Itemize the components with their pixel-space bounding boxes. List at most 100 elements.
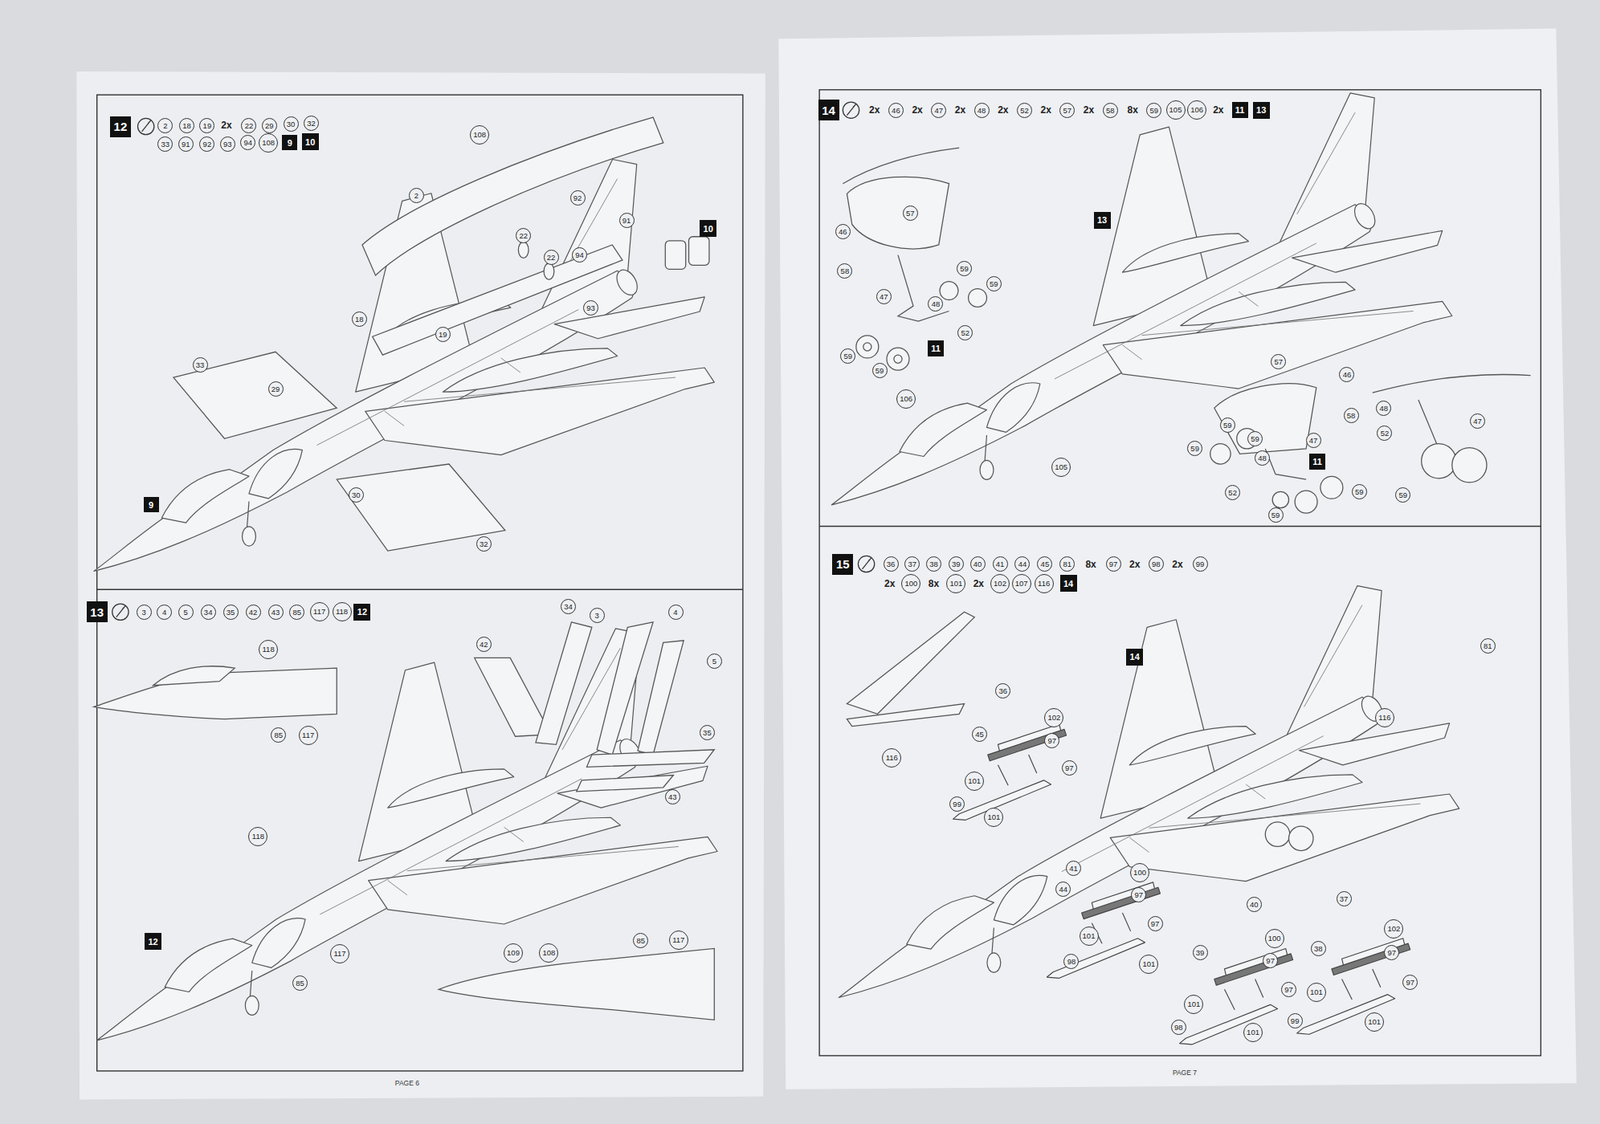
callout-number: 37 bbox=[904, 556, 920, 572]
reference-step-box: 9 bbox=[281, 134, 298, 151]
left-page bbox=[76, 71, 766, 1101]
callout-number: 97 bbox=[1130, 887, 1147, 903]
callout-number: 108 bbox=[538, 943, 559, 964]
callout-number: 57 bbox=[1059, 102, 1075, 119]
callout-number: 30 bbox=[348, 487, 364, 503]
callout-number: 58 bbox=[1343, 408, 1360, 424]
callout-number: 118 bbox=[258, 640, 278, 660]
step-label: 13 bbox=[1256, 105, 1266, 115]
step-label: 11 bbox=[930, 343, 941, 354]
callout-number: 46 bbox=[888, 102, 904, 119]
callout-number: 116 bbox=[1375, 708, 1395, 728]
callout-number: 46 bbox=[835, 224, 851, 240]
page-number: PAGE 6 bbox=[393, 1079, 421, 1088]
missile-assembly bbox=[953, 724, 1067, 821]
callout-number: 52 bbox=[957, 325, 973, 341]
callout-number: 100 bbox=[1130, 863, 1150, 883]
callout-number: 3 bbox=[589, 608, 605, 624]
callout-number: 59 bbox=[1187, 440, 1203, 457]
callout-number: 91 bbox=[178, 136, 194, 152]
callout-number: 4 bbox=[668, 604, 684, 621]
step-label: 13 bbox=[89, 605, 104, 620]
callout-number: 59 bbox=[1268, 507, 1284, 523]
callout-number: 48 bbox=[1254, 450, 1270, 466]
callout-number: 116 bbox=[881, 748, 902, 768]
callout-number: 2 bbox=[157, 118, 173, 134]
step-number: 14 bbox=[818, 99, 840, 121]
callout-number: 5 bbox=[178, 604, 194, 621]
right-page bbox=[778, 28, 1576, 1090]
callout-number: 59 bbox=[840, 348, 856, 364]
step-label: 14 bbox=[1063, 579, 1074, 589]
callout-number: 29 bbox=[261, 118, 278, 134]
callout-number: 44 bbox=[1055, 881, 1071, 898]
callout-number: 42 bbox=[476, 636, 492, 653]
reference-step-box: 10 bbox=[699, 220, 717, 237]
callout-number: 43 bbox=[268, 604, 284, 621]
callout-number: 34 bbox=[200, 604, 217, 621]
callout-number: 59 bbox=[872, 363, 888, 379]
callout-number: 46 bbox=[1338, 367, 1355, 383]
callout-number: 97 bbox=[1044, 733, 1060, 749]
callout-number: 97 bbox=[1106, 556, 1122, 572]
callout-number: 29 bbox=[268, 381, 284, 397]
reference-step-box: 11 bbox=[927, 340, 944, 357]
callout-number: 42 bbox=[245, 604, 262, 621]
missile-assembly bbox=[1297, 938, 1411, 1035]
quantity-mark: 2x bbox=[910, 104, 923, 116]
callout-number: 97 bbox=[1061, 760, 1078, 776]
callout-number: 32 bbox=[476, 536, 492, 552]
callout-number: 37 bbox=[1336, 891, 1352, 907]
callout-number: 100 bbox=[1265, 929, 1285, 949]
callout-number: 98 bbox=[1063, 954, 1079, 970]
quantity-mark: 8x bbox=[1126, 104, 1139, 116]
step-number: 12 bbox=[110, 116, 131, 138]
missile-assembly bbox=[1179, 948, 1294, 1045]
callout-number: 57 bbox=[1270, 354, 1286, 370]
quantity-mark: 8x bbox=[927, 578, 940, 590]
callout-number: 38 bbox=[1310, 941, 1327, 957]
callout-number: 48 bbox=[1375, 400, 1392, 417]
callout-number: 93 bbox=[583, 300, 599, 316]
callout-number: 81 bbox=[1480, 638, 1496, 654]
panel-divider bbox=[819, 526, 1541, 527]
callout-number: 5 bbox=[706, 653, 723, 670]
callout-number: 22 bbox=[543, 249, 560, 266]
callout-number: 33 bbox=[192, 357, 209, 373]
callout-number: 52 bbox=[1376, 425, 1392, 441]
reference-step-box: 11 bbox=[1232, 102, 1249, 119]
step-label: 11 bbox=[1312, 457, 1323, 467]
quantity-mark: 2x bbox=[883, 578, 896, 590]
wing-inset bbox=[846, 612, 1314, 851]
reference-step-box: 12 bbox=[353, 604, 371, 621]
callout-number: 97 bbox=[1147, 916, 1164, 932]
callout-number: 57 bbox=[902, 205, 919, 221]
quantity-mark: 2x bbox=[1128, 559, 1141, 571]
reference-step-box: 12 bbox=[144, 933, 162, 951]
callout-number: 101 bbox=[1243, 1023, 1263, 1043]
callout-number: 108 bbox=[258, 133, 278, 153]
callout-number: 40 bbox=[970, 556, 986, 572]
quantity-mark: 2x bbox=[954, 104, 967, 116]
step-label: 9 bbox=[287, 138, 293, 148]
callout-number: 22 bbox=[240, 118, 257, 134]
callout-number: 30 bbox=[283, 116, 299, 132]
callout-number: 58 bbox=[836, 263, 853, 279]
reference-step-box: 14 bbox=[1060, 575, 1078, 592]
callout-number: 59 bbox=[1247, 431, 1263, 447]
step-label: 15 bbox=[836, 557, 850, 572]
callout-number: 19 bbox=[435, 326, 451, 343]
callout-number: 47 bbox=[1469, 413, 1486, 429]
quantity-mark: 2x bbox=[1171, 559, 1184, 571]
callout-number: 94 bbox=[240, 134, 256, 151]
callout-number: 36 bbox=[883, 556, 899, 572]
callout-number: 52 bbox=[1224, 485, 1241, 501]
callout-number: 52 bbox=[1016, 102, 1033, 119]
callout-number: 39 bbox=[1192, 945, 1209, 961]
callout-number: 59 bbox=[1395, 487, 1411, 503]
reference-step-box: 9 bbox=[143, 497, 160, 513]
step-label: 14 bbox=[821, 103, 836, 118]
